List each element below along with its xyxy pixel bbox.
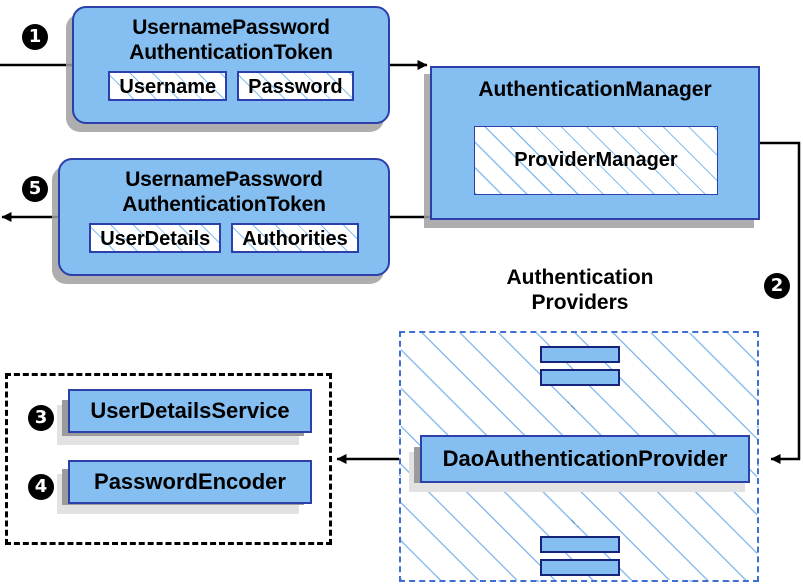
passwordencoder-box[interactable]: PasswordEncoder: [68, 460, 312, 504]
response-token-fields: UserDetails Authorities: [60, 223, 388, 253]
request-token-title-line1: UsernamePassword: [132, 16, 330, 39]
provider-placeholder-bar-top-2: [540, 369, 620, 386]
field-userdetails[interactable]: UserDetails: [89, 223, 222, 253]
step-marker-5: 5: [22, 176, 48, 202]
request-token-fields: Username Password: [74, 71, 388, 101]
provider-placeholder-bar-bottom-2: [540, 559, 620, 576]
field-password[interactable]: Password: [237, 71, 354, 101]
userdetailsservice-box[interactable]: UserDetailsService: [68, 389, 312, 433]
authentication-manager-title: AuthenticationManager: [478, 78, 712, 101]
dao-authentication-provider-box[interactable]: DaoAuthenticationProvider: [420, 435, 750, 483]
response-token-card[interactable]: UsernamePassword AuthenticationToken Use…: [58, 158, 390, 276]
provider-placeholder-bar-top-1: [540, 346, 620, 363]
provider-placeholder-bar-bottom-1: [540, 536, 620, 553]
providers-group-title-line1: Authentication: [506, 266, 654, 289]
step-marker-2: 2: [764, 273, 790, 299]
response-token-title-line1: UsernamePassword: [125, 168, 323, 191]
step-marker-3: 3: [28, 405, 54, 431]
field-username[interactable]: Username: [108, 71, 228, 101]
request-token-title: UsernamePassword AuthenticationToken: [74, 8, 388, 65]
request-token-card[interactable]: UsernamePassword AuthenticationToken Use…: [72, 6, 390, 124]
response-token-title-line2: AuthenticationToken: [122, 193, 326, 216]
step-marker-4: 4: [28, 474, 54, 500]
response-token-title: UsernamePassword AuthenticationToken: [60, 160, 388, 217]
provider-manager-box[interactable]: ProviderManager: [474, 126, 718, 195]
request-token-title-line2: AuthenticationToken: [129, 41, 333, 64]
field-authorities[interactable]: Authorities: [231, 223, 359, 253]
providers-group-title: Authentication Providers: [462, 265, 698, 315]
connector-manager-to-provider: [760, 141, 801, 464]
step-marker-1: 1: [22, 24, 48, 50]
authentication-manager-card[interactable]: AuthenticationManager ProviderManager: [430, 66, 760, 220]
providers-group-title-line2: Providers: [531, 291, 629, 314]
